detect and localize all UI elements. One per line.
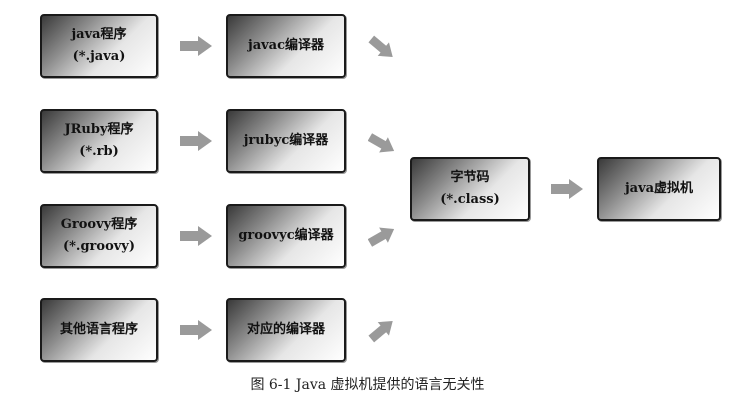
source-label: JRuby程序 (64, 122, 134, 137)
jvm-label: java虚拟机 (624, 181, 694, 196)
source-label: java程序 (71, 27, 127, 42)
compiler-label: groovyc编译器 (238, 228, 334, 243)
arrow-right-icon (180, 131, 212, 151)
source-label: Groovy程序 (60, 217, 138, 232)
arrow-right-icon (180, 320, 212, 340)
compiler-label: javac编译器 (247, 38, 325, 53)
source-ext: (*.rb) (79, 144, 119, 159)
arrow-right-icon (180, 36, 212, 56)
source-ext: (*.groovy) (62, 239, 135, 254)
arrow-diagonal-down-icon (368, 35, 393, 57)
jvm-box: java虚拟机 (597, 157, 721, 221)
source-box-other: 其他语言程序 (40, 298, 158, 362)
compiler-box-other: 对应的编译器 (226, 298, 346, 362)
source-ext: (*.java) (72, 49, 126, 64)
source-box-groovy: Groovy程序 (*.groovy) (40, 204, 158, 268)
arrow-diagonal-down-icon (368, 133, 395, 153)
source-box-jruby: JRuby程序 (*.rb) (40, 109, 158, 173)
compiler-box-jrubyc: jrubyc编译器 (226, 109, 346, 173)
arrow-diagonal-up-icon (368, 227, 395, 247)
compiler-label: 对应的编译器 (246, 322, 325, 337)
arrow-right-icon (180, 226, 212, 246)
figure-caption: 图 6-1 Java 虚拟机提供的语言无关性 (250, 377, 485, 393)
arrow-diagonal-up-icon (368, 321, 393, 343)
compiler-box-groovyc: groovyc编译器 (226, 204, 346, 268)
compiler-box-javac: javac编译器 (226, 14, 346, 78)
source-label: 其他语言程序 (59, 322, 138, 337)
compiler-label: jrubyc编译器 (243, 133, 329, 148)
bytecode-ext: (*.class) (440, 192, 500, 207)
bytecode-label: 字节码 (450, 170, 490, 185)
source-box-java: java程序 (*.java) (40, 14, 158, 78)
arrow-right-icon (551, 179, 583, 199)
bytecode-box: 字节码 (*.class) (410, 157, 530, 221)
